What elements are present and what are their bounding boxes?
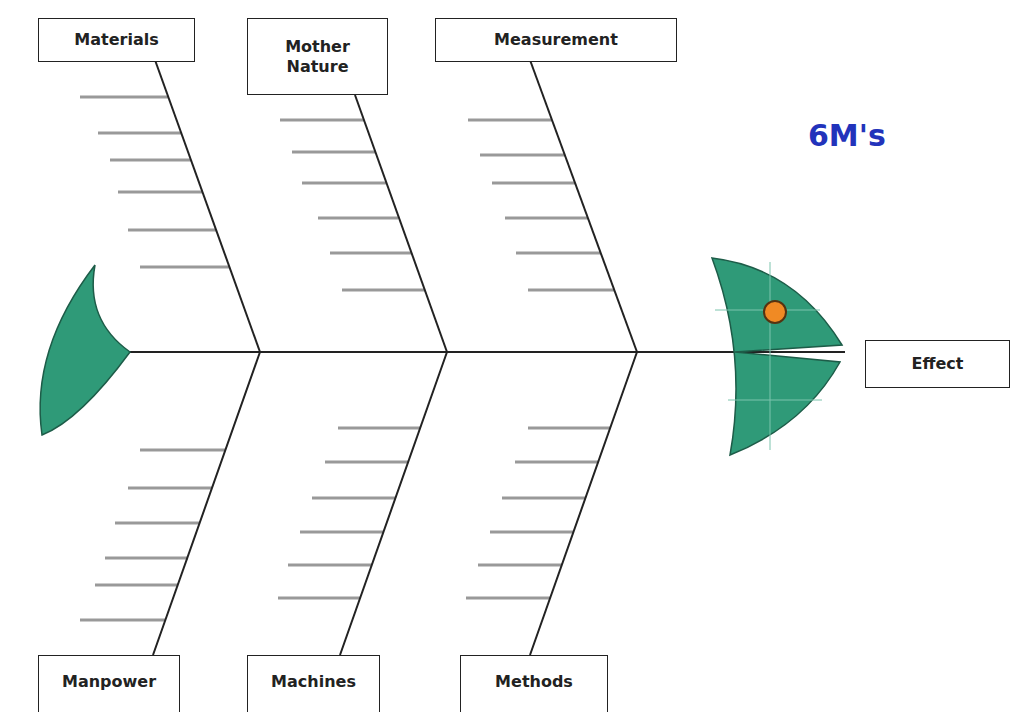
fish-head: [712, 258, 842, 455]
category-box: Materials: [38, 18, 195, 62]
category-label: Manpower: [62, 672, 156, 691]
category-label: Mother Nature: [255, 37, 380, 75]
effect-box: Effect: [865, 340, 1010, 388]
category-label: Materials: [74, 30, 158, 49]
fish-tail: [40, 265, 130, 435]
category-box: Manpower: [38, 655, 180, 712]
category-box: Methods: [460, 655, 608, 712]
category-label: Effect: [912, 354, 964, 373]
category-label: Methods: [495, 672, 573, 691]
category-label: Measurement: [494, 30, 618, 49]
category-label: Machines: [271, 672, 356, 691]
title-label: 6M's: [808, 118, 886, 153]
category-box: Machines: [247, 655, 380, 712]
rib-lines: [80, 97, 614, 620]
category-box: Measurement: [435, 18, 677, 62]
fish-eye: [764, 301, 786, 323]
bone-lines: [130, 60, 845, 655]
head-gridlines: [715, 262, 822, 450]
category-box: Mother Nature: [247, 18, 388, 95]
